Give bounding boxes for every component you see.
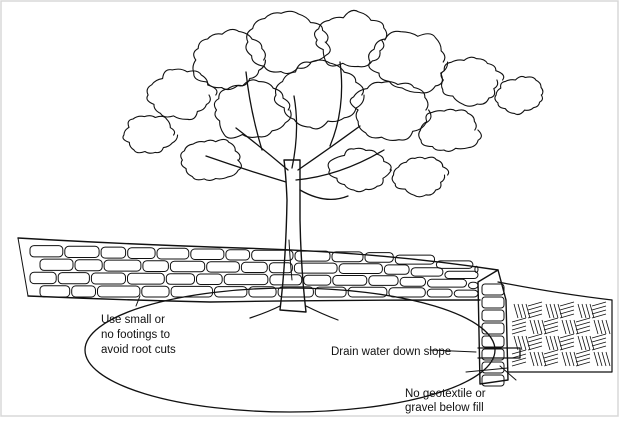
geotextile-leader [466, 368, 508, 372]
tree-trunk [250, 160, 338, 320]
footings-label-line1: Use small or [101, 314, 165, 326]
drain-label: Drain water down slope [331, 346, 451, 358]
stone-retaining-wall [18, 238, 498, 302]
tree-canopy [123, 10, 543, 196]
footings-label-line3: avoid root cuts [101, 344, 176, 356]
geotextile-label-line1: No geotextile or [405, 388, 486, 400]
footings-leader [136, 296, 140, 306]
footings-label-line2: no footings to [101, 329, 170, 341]
geotextile-label-line2: gravel below fill [405, 402, 484, 414]
